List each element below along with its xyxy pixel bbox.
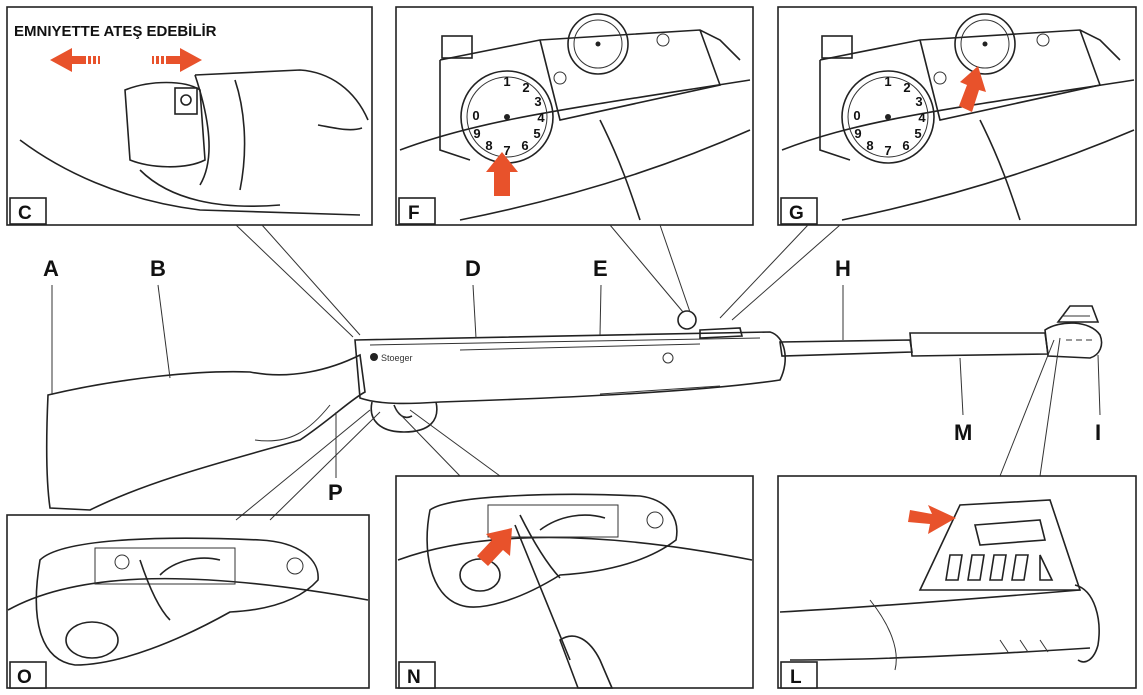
windage-dial-f: 1 2 3 4 5 6 7 8 9 0 xyxy=(460,70,554,164)
brand-logo-text: Stoeger xyxy=(381,353,413,363)
arrow-right-icon xyxy=(152,48,202,72)
panel-tag-g: G xyxy=(789,203,804,224)
dial-g-digit: 2 xyxy=(903,80,910,95)
dial-f-digit: 2 xyxy=(522,80,529,95)
trigger-guard-drawing xyxy=(7,537,369,666)
part-label-i: I xyxy=(1095,420,1101,445)
panel-tag-f: F xyxy=(408,203,420,224)
dial-f-digit: 0 xyxy=(472,108,479,123)
elevation-dial-top xyxy=(567,13,629,75)
dial-f-digit: 6 xyxy=(521,138,528,153)
rear-sight-drawing xyxy=(399,29,751,221)
part-label-a: A xyxy=(43,256,59,281)
panel-l: L xyxy=(777,475,1137,689)
part-label-p: P xyxy=(328,480,343,505)
dial-g-digit: 8 xyxy=(866,138,873,153)
part-label-b: B xyxy=(150,256,166,281)
arrow-up-right-icon xyxy=(959,66,986,112)
panel-c: EMNIYETTE ATEŞ EDEBİLİR C xyxy=(6,6,373,226)
rear-sight-drawing-g xyxy=(781,29,1135,221)
dial-g-digit: 0 xyxy=(853,108,860,123)
dial-g-digit: 7 xyxy=(884,143,891,158)
dial-f-digit: 8 xyxy=(485,138,492,153)
dial-g-digit: 9 xyxy=(854,126,861,141)
panel-tag-l: L xyxy=(790,667,802,688)
panel-tag-c: C xyxy=(18,203,32,224)
part-label-e: E xyxy=(593,256,608,281)
panel-n: N xyxy=(395,475,754,689)
dial-g-digit: 4 xyxy=(918,110,926,125)
arrow-up-icon xyxy=(486,152,518,196)
elevation-dial-top-g xyxy=(954,13,1016,75)
dial-g-digit: 1 xyxy=(884,74,891,89)
leader-lines xyxy=(51,224,1101,521)
panel-tag-n: N xyxy=(407,667,421,688)
part-label-d: D xyxy=(465,256,481,281)
dial-f-digit: 3 xyxy=(534,94,541,109)
panel-f: 1 2 3 4 5 6 7 8 9 0 F xyxy=(395,6,754,226)
rifle-drawing: Stoeger xyxy=(45,305,1103,511)
dial-f-digit: 1 xyxy=(503,74,510,89)
panel-o: O xyxy=(6,514,370,689)
panel-g: 1 2 3 4 5 6 7 8 9 0 G xyxy=(777,6,1137,226)
dial-g-digit: 5 xyxy=(914,126,921,141)
dial-g-digit: 6 xyxy=(902,138,909,153)
safety-button-drawing xyxy=(19,69,369,216)
windage-dial-g: 1 2 3 4 5 6 7 8 9 0 xyxy=(841,70,935,164)
trigger-adjust-drawing xyxy=(397,493,753,689)
dial-g-digit: 3 xyxy=(915,94,922,109)
arrow-left-icon xyxy=(50,48,100,72)
panel-tag-o: O xyxy=(17,667,32,688)
arrow-right-icon xyxy=(908,505,956,534)
dial-f-digit: 9 xyxy=(473,126,480,141)
part-labels: A B D E H I M P xyxy=(43,256,1101,505)
part-label-h: H xyxy=(835,256,851,281)
dial-f-digit: 7 xyxy=(503,143,510,158)
part-label-m: M xyxy=(954,420,972,445)
dial-f-digit: 5 xyxy=(533,126,540,141)
safety-warning-text: EMNIYETTE ATEŞ EDEBİLİR xyxy=(14,23,217,40)
dial-f-digit: 4 xyxy=(537,110,545,125)
muzzle-brake-drawing xyxy=(779,499,1100,671)
arrow-up-right-icon xyxy=(477,528,512,566)
